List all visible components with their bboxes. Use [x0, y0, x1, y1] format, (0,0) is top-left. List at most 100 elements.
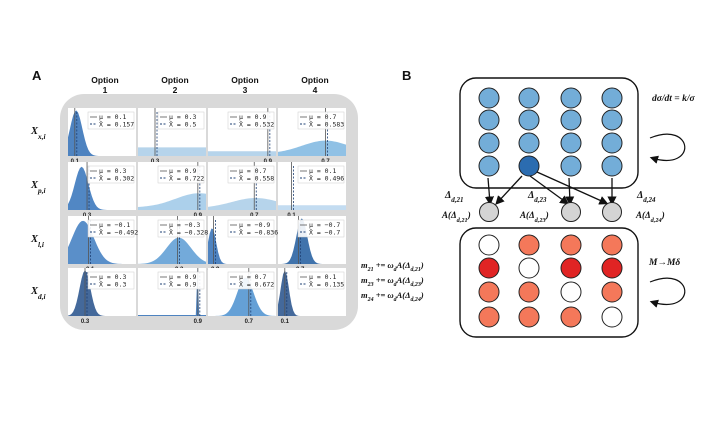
legend-mu-text: μ = 0.1 — [309, 167, 336, 175]
memory-node — [478, 234, 500, 256]
legend-xbar-text: X̄ = −0.7 — [309, 227, 340, 236]
memory-node — [560, 257, 582, 279]
distribution-area — [278, 218, 346, 264]
input-node — [560, 132, 582, 154]
distribution-area — [138, 193, 206, 210]
legend-box — [227, 219, 275, 238]
distribution-area — [68, 110, 136, 156]
panel-a-label: A — [32, 68, 42, 83]
legend-mu-text: μ = 0.1 — [309, 273, 336, 281]
distribution-subplot: μ = 0.1X̄ = 0.135 0.1 — [278, 268, 346, 325]
tick-label: 0.9 — [194, 319, 203, 325]
top-layer-nodes — [478, 87, 623, 177]
row-label: Xx,i — [30, 126, 47, 141]
activation-label: A(Δd,21) — [441, 210, 471, 224]
legend-xbar-text: X̄ = −0.328 — [169, 227, 208, 236]
input-node — [478, 132, 500, 154]
legend-mu-text: μ = 0.3 — [99, 167, 126, 175]
column-header-line2: 3 — [243, 85, 248, 95]
row-label: Xd,i — [30, 286, 47, 301]
distribution-grid: μ = 0.1X̄ = 0.1570.1μ = 0.3X̄ = 0.50.3μ … — [68, 108, 346, 325]
legend-xbar-text: X̄ = 0.135 — [309, 279, 344, 288]
distribution-subplot: μ = −0.1X̄ = −0.492−0.1 — [68, 216, 138, 273]
arrow-top-to-delta-23 — [565, 177, 575, 206]
legend-xbar-text: X̄ = 0.302 — [99, 173, 134, 182]
memory-node — [601, 257, 623, 279]
top-equation: dσ/dt = k/σ — [652, 94, 695, 104]
difference-node — [479, 202, 499, 222]
memory-node — [478, 257, 500, 279]
legend-mu-text: μ = −0.7 — [309, 221, 340, 229]
input-node — [518, 87, 540, 109]
distribution-area — [138, 237, 206, 264]
distribution-subplot: μ = 0.3X̄ = 0.50.3 — [138, 108, 206, 165]
row-label: Xl,i — [30, 234, 45, 249]
arrow-dark-to-delta-21 — [495, 175, 523, 205]
difference-node — [602, 202, 622, 222]
legend-box — [157, 219, 205, 238]
distribution-area — [208, 277, 276, 316]
legend-box — [297, 111, 345, 130]
legend-box — [87, 271, 135, 290]
top-layer-box — [459, 77, 639, 189]
arrow-dark-to-delta-23 — [529, 175, 570, 205]
legend-xbar-text: X̄ = 0.5 — [169, 119, 196, 128]
legend-box — [157, 111, 205, 130]
column-header-line1: Option — [231, 75, 258, 85]
legend-mu-text: μ = 0.9 — [169, 167, 196, 175]
input-node — [601, 132, 623, 154]
distribution-area — [68, 166, 136, 210]
legend-box — [227, 111, 275, 130]
legend-xbar-text: X̄ = 0.558 — [239, 173, 274, 182]
memory-node — [560, 306, 582, 328]
legend-box — [227, 271, 275, 290]
active-input-node — [518, 155, 540, 177]
arrow-dark-to-delta-24 — [536, 171, 609, 205]
column-header-line1: Option — [161, 75, 188, 85]
legend-box — [297, 271, 345, 290]
distribution-subplot: μ = 0.9X̄ = 0.9 0.9 — [138, 268, 206, 325]
update-rule: m24 += ωdA(Δd,24) — [361, 290, 424, 303]
distribution-subplot: μ = 0.3X̄ = 0.3020.3 — [68, 162, 136, 219]
delta-label: Δd,24 — [636, 190, 656, 204]
legend-box — [157, 271, 205, 290]
legend-box — [297, 219, 345, 238]
tick-label: 0.7 — [245, 319, 254, 325]
memory-node — [518, 281, 540, 303]
legend-box — [297, 165, 345, 184]
column-header-line2: 4 — [313, 85, 318, 95]
top-self-loop-arrow — [649, 133, 686, 164]
distribution-subplot: μ = −0.9X̄ = −0.836−0.9 — [208, 216, 278, 273]
legend-mu-text: μ = 0.9 — [239, 113, 266, 121]
legend-box — [87, 165, 135, 184]
distribution-subplot: μ = 0.3X̄ = 0.30.3 — [68, 268, 136, 325]
distribution-area — [208, 228, 276, 264]
legend-mu-text: μ = 0.3 — [169, 113, 196, 121]
legend-xbar-text: X̄ = 0.9 — [169, 279, 196, 288]
tick-label: 0.3 — [81, 319, 90, 325]
delta-label: Δd,21 — [444, 190, 464, 204]
row-label: Xp,i — [30, 180, 47, 195]
input-node — [560, 87, 582, 109]
legend-mu-text: μ = 0.7 — [309, 113, 336, 121]
distribution-area — [68, 220, 136, 264]
distribution-subplot: μ = −0.7X̄ = −0.7−0.7 — [278, 216, 346, 273]
update-rule: m23 += ωdA(Δd,23) — [361, 275, 424, 288]
legend-mu-text: μ = −0.1 — [99, 221, 130, 229]
input-node — [518, 109, 540, 131]
tick-label: 0.1 — [281, 319, 290, 325]
bottom-layer-box — [459, 227, 639, 338]
arrow-top-to-delta-21 — [484, 177, 495, 206]
legend-xbar-text: X̄ = 0.3 — [99, 279, 126, 288]
input-node — [478, 87, 500, 109]
legend-mu-text: μ = 0.9 — [169, 273, 196, 281]
legend-mu-text: μ = 0.1 — [99, 113, 126, 121]
memory-node — [560, 234, 582, 256]
panel-b-label: B — [402, 68, 411, 83]
legend-box — [87, 219, 135, 238]
distribution-subplot: μ = 0.7X̄ = 0.5580.7 — [208, 162, 276, 219]
input-node — [478, 109, 500, 131]
distribution-area — [278, 140, 346, 156]
